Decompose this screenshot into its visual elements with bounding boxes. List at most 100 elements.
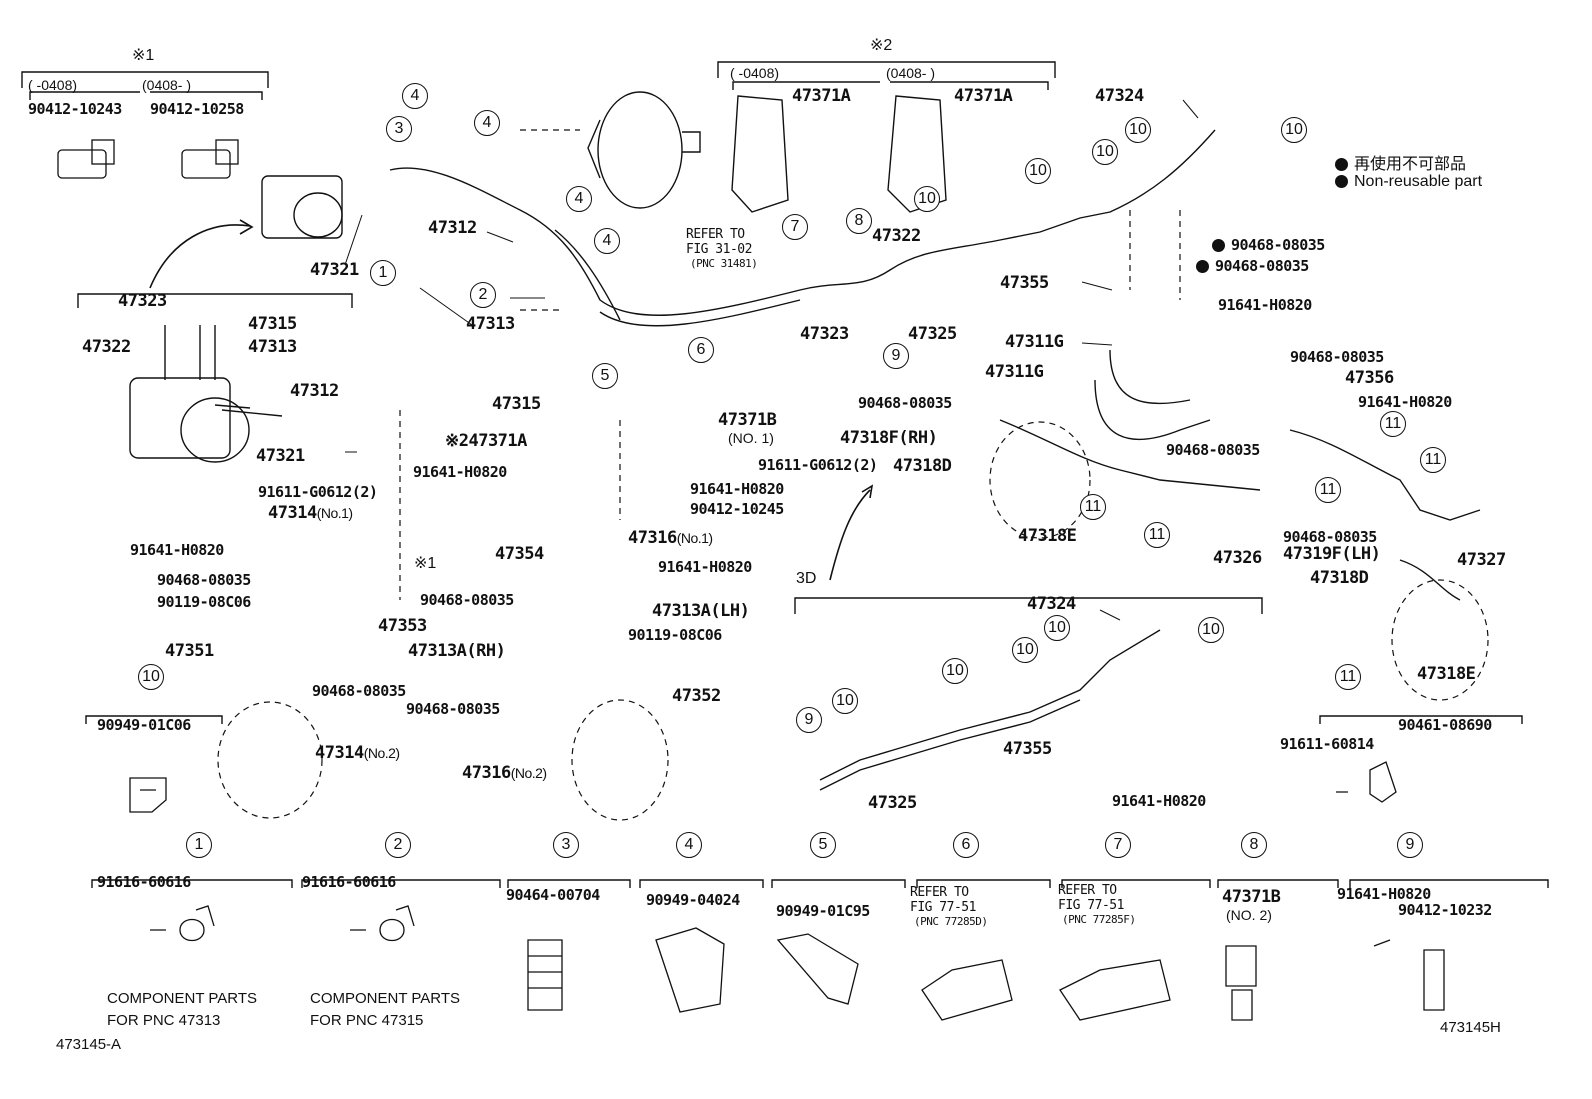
label-90468-08035-b: 90468-08035	[312, 682, 406, 700]
non-reusable-dot-icon	[1335, 158, 1348, 172]
callout-4: 4	[474, 110, 500, 136]
label-47355: 47355	[1000, 273, 1049, 293]
refer-fig31-l3: (PNC 31481)	[690, 257, 758, 270]
label-90412-10245: 90412-10245	[690, 500, 784, 518]
bottom-4-part: 90949-04024	[646, 891, 740, 909]
label-91641-h0820-d: 91641-H0820	[658, 558, 752, 576]
label-47325-3d: 47325	[868, 793, 917, 813]
box-47323: 47323	[118, 291, 167, 311]
callout-3: 3	[386, 116, 412, 142]
refer-fig77b-l3: (PNC 77285F)	[1062, 913, 1136, 926]
label-91641-h0820-c: 91641-H0820	[690, 480, 784, 498]
refer-fig77b-l1: REFER TO	[1058, 883, 1117, 898]
label-47316-no2: 47316(No.2)	[462, 763, 547, 783]
bottom-4-num: 4	[676, 832, 702, 858]
bottom-5-part: 90949-01C95	[776, 902, 870, 920]
callout-2: 2	[470, 282, 496, 308]
label-90468-08035-e: 90468-08035	[1212, 238, 1325, 253]
bottom-9-num: 9	[1397, 832, 1423, 858]
label-3d: 3D	[796, 570, 817, 587]
bottom-3-num: 3	[553, 832, 579, 858]
callout-10: 10	[1281, 117, 1307, 143]
refer-fig31-l2: FIG 31-02	[686, 242, 752, 257]
box-47313: 47313	[248, 337, 297, 357]
detail-10-part: 90949-01C06	[97, 716, 191, 734]
label-91641-h0820-3d: 91641-H0820	[1112, 792, 1206, 810]
bottom-9-part-a: 91641-H0820	[1337, 885, 1431, 903]
bottom-8-num: 8	[1241, 832, 1267, 858]
bottom-9-part-b: 90412-10232	[1398, 901, 1492, 919]
part-90412-10258: 90412-10258	[150, 100, 244, 118]
label-47316-no1: 47316(No.1)	[628, 528, 713, 548]
label-47354: 47354	[495, 544, 544, 564]
part-90412-10243: 90412-10243	[28, 100, 122, 118]
non-reusable-dot-icon	[1335, 175, 1348, 189]
label-47355-3d: 47355	[1003, 739, 1052, 759]
group2-mark: ※2	[870, 37, 893, 54]
label-47325: 47325	[908, 324, 957, 344]
label-47326: 47326	[1213, 548, 1262, 568]
callout-10: 10	[1125, 117, 1151, 143]
x1-mark: ※1	[414, 555, 437, 572]
label-90119-08c06-b: 90119-08C06	[628, 626, 722, 644]
label-47314-no1: 47314(No.1)	[268, 503, 353, 523]
label-91641-h0820-f: 91641-H0820	[1358, 393, 1452, 411]
bottom-8-sub: (NO. 2)	[1226, 907, 1272, 923]
label-47311g-a: 47311G	[1005, 332, 1064, 352]
label-47356: 47356	[1345, 368, 1394, 388]
group1-mark: ※1	[132, 47, 155, 64]
label-91641-h0820-a: 91641-H0820	[413, 463, 507, 481]
label-90468-08035-g: 90468-08035	[1290, 348, 1384, 366]
group2-before-label: ( -0408)	[730, 65, 780, 81]
callout-10: 10	[1198, 617, 1224, 643]
box-47322: 47322	[82, 337, 131, 357]
detail-10-num: 10	[138, 664, 164, 690]
callout-9: 9	[796, 707, 822, 733]
detail-11-part-a: 90461-08690	[1398, 716, 1492, 734]
legend-en: Non-reusable part	[1335, 173, 1482, 191]
label-91641-h0820-e: 91641-H0820	[1218, 296, 1312, 314]
callout-11: 11	[1144, 522, 1170, 548]
label-47318f-rh: 47318F(RH)	[840, 428, 938, 448]
label-47313a-lh: 47313A(LH)	[652, 601, 750, 621]
label-47371b-no1-sub: (NO. 1)	[728, 430, 774, 446]
callout-9: 9	[883, 343, 909, 369]
bottom-2-note1: COMPONENT PARTS	[310, 990, 461, 1007]
bottom-2-num: 2	[385, 832, 411, 858]
callout-4: 4	[594, 228, 620, 254]
box-47321: 47321	[256, 446, 305, 466]
callout-10: 10	[1012, 637, 1038, 663]
refer-fig77a-l2: FIG 77-51	[910, 900, 976, 915]
label-47322: 47322	[872, 226, 921, 246]
refer-fig77b-l2: FIG 77-51	[1058, 898, 1124, 913]
label-47327: 47327	[1457, 550, 1506, 570]
label-90468-08035-c: 90468-08035	[420, 591, 514, 609]
label-90468-08035-h: 90468-08035	[858, 394, 952, 412]
label-47371b-no1: 47371B	[718, 410, 777, 430]
label-91641-h0820-b: 91641-H0820	[130, 541, 224, 559]
detail-11-num: 11	[1335, 664, 1361, 690]
label-47352: 47352	[672, 686, 721, 706]
label-47318e-a: 47318E	[1018, 526, 1077, 546]
label-90468-08035-a: 90468-08035	[157, 571, 251, 589]
bottom-8-part: 47371B	[1222, 887, 1281, 907]
callout-8: 8	[846, 208, 872, 234]
label-91611-g0612-a: 91611-G0612(2)	[258, 483, 378, 501]
label-90468-08035-i: 90468-08035	[1166, 441, 1260, 459]
callout-10: 10	[832, 688, 858, 714]
bottom-1-note2: FOR PNC 47313	[107, 1012, 221, 1029]
bottom-2-note2: FOR PNC 47315	[310, 1012, 424, 1029]
non-reusable-dot-icon	[1196, 260, 1209, 273]
detail-11-part-b: 91611-60814	[1280, 735, 1374, 753]
label-47318d-b: 47318D	[1310, 568, 1369, 588]
callout-10: 10	[1044, 615, 1070, 641]
callout-10: 10	[1025, 158, 1051, 184]
callout-6: 6	[688, 337, 714, 363]
label-47321: 47321	[310, 260, 359, 280]
label-47319f-lh: 47319F(LH)	[1283, 544, 1381, 564]
callout-10: 10	[1092, 139, 1118, 165]
bottom-6-num: 6	[953, 832, 979, 858]
label-47353: 47353	[378, 616, 427, 636]
label-47314-no2: 47314(No.2)	[315, 743, 400, 763]
group1-after-label: (0408- )	[142, 77, 192, 93]
